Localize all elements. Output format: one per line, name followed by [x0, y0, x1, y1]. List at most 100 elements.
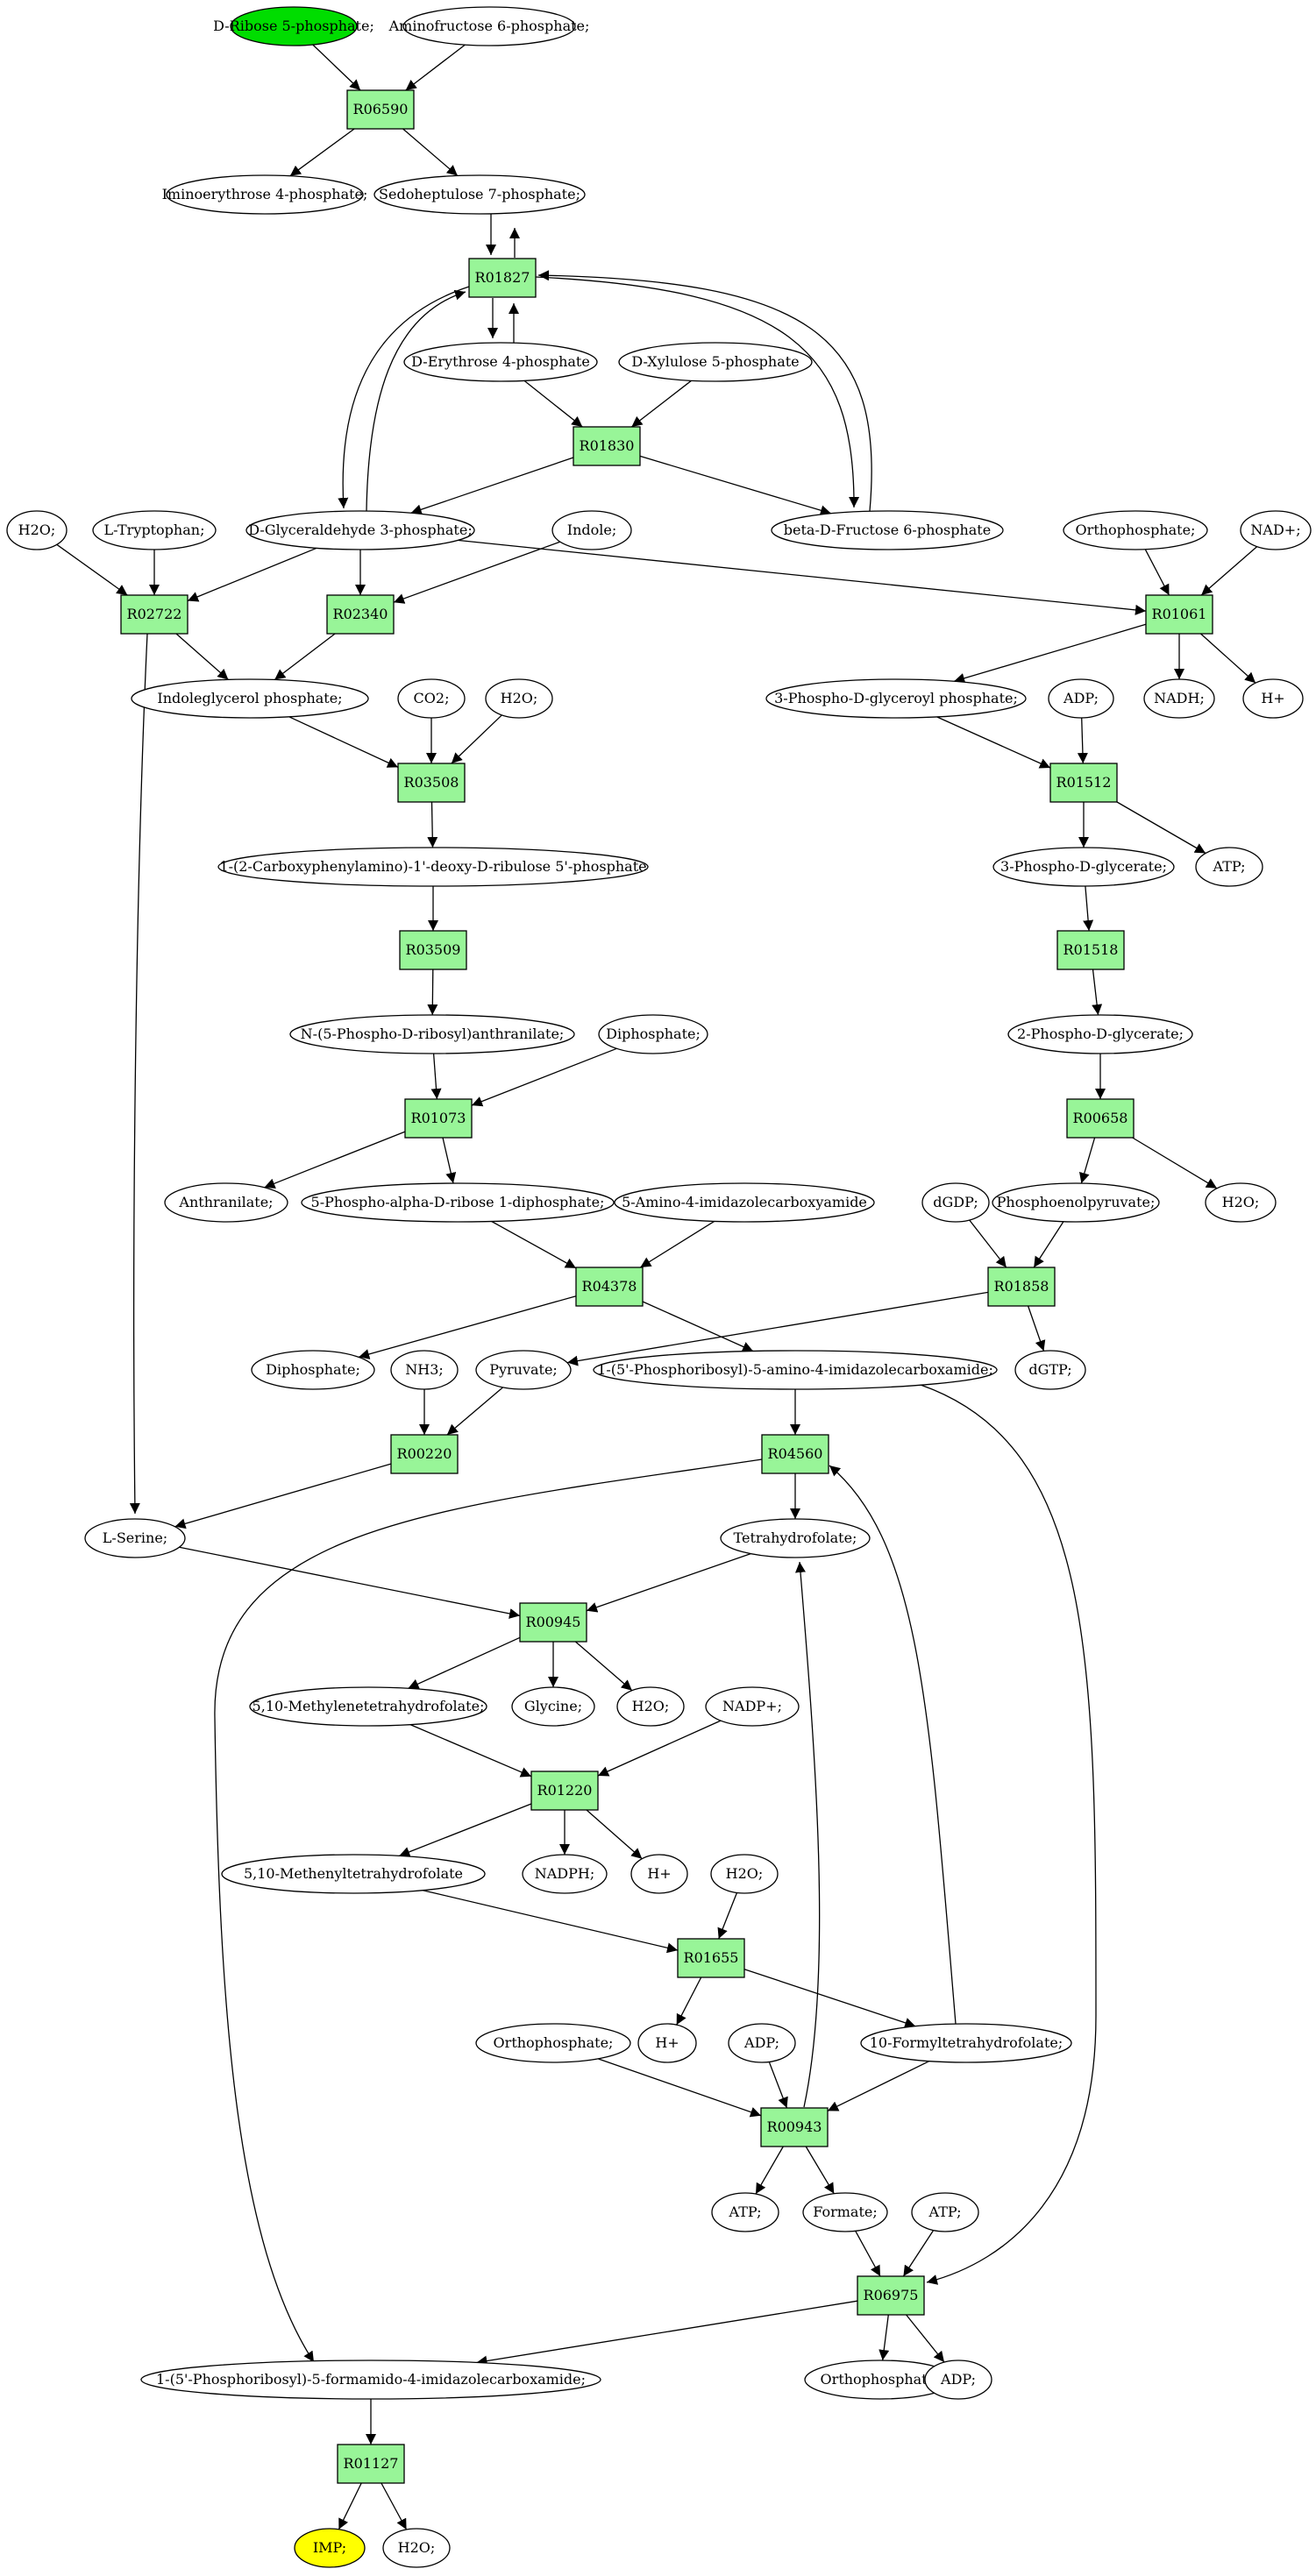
compound-node-diphosphate-2[interactable]: Diphosphate; [251, 1350, 375, 1390]
compound-node-adp-3[interactable]: ADP; [924, 2360, 992, 2400]
compound-node-adp-2[interactable]: ADP; [728, 2023, 796, 2063]
compound-node-atp-3[interactable]: ATP; [911, 2192, 979, 2232]
compound-node-fructose6p[interactable]: beta-D-Fructose 6-phosphate [771, 510, 1004, 550]
reaction-label: R06975 [864, 2287, 919, 2303]
compound-node-nh3[interactable]: NH3; [390, 1350, 459, 1390]
compound-node-hplus-3[interactable]: H+ [637, 2023, 697, 2063]
reaction-node-r02722[interactable]: R02722 [120, 594, 189, 635]
edge-c-h2o-2-to-r-R03508 [451, 714, 502, 764]
compound-node-dgdp[interactable]: dGDP; [921, 1182, 990, 1223]
compound-ellipse [765, 678, 1027, 719]
compound-node-h2o-2[interactable]: H2O; [485, 678, 553, 719]
compound-node-h2o-1[interactable]: H2O; [6, 510, 68, 550]
compound-node-orthophosphate-2[interactable]: Orthophosphate; [475, 2023, 631, 2063]
compound-node-pep[interactable]: Phosphoenolpyruvate; [992, 1182, 1160, 1223]
compound-label: H2O; [501, 690, 538, 706]
compound-node-erythrose4p[interactable]: D-Erythrose 4-phosphate [403, 342, 598, 382]
compound-node-g3p[interactable]: D-Glyceraldehyde 3-phosphate; [245, 510, 475, 550]
compound-label: Formate; [813, 2203, 878, 2220]
reaction-node-r00658[interactable]: R00658 [1066, 1098, 1135, 1139]
edge-r-R01220-to-c-hplus-2 [586, 1809, 643, 1860]
reaction-node-r00220[interactable]: R00220 [390, 1434, 459, 1474]
compound-node-aica[interactable]: 5-Amino-4-imidazolecarboxyamide [614, 1182, 875, 1223]
compound-node-anthranilate[interactable]: Anthranilate; [164, 1182, 288, 1223]
compound-node-3pdgp[interactable]: 3-Phospho-D-glyceroyl phosphate; [765, 678, 1027, 719]
compound-node-adp-1[interactable]: ADP; [1048, 678, 1114, 719]
reaction-node-r01061[interactable]: R01061 [1145, 594, 1213, 635]
compound-ellipse [1240, 510, 1312, 550]
compound-node-co2[interactable]: CO2; [397, 678, 466, 719]
compound-node-atp-1[interactable]: ATP; [1195, 847, 1263, 887]
reaction-node-r04378[interactable]: R04378 [575, 1267, 644, 1307]
compound-node-cdrp[interactable]: 1-(2-Carboxyphenylamino)-1'-deoxy-D-ribu… [217, 847, 649, 887]
reaction-node-r01655[interactable]: R01655 [677, 1938, 745, 1978]
reaction-node-r01830[interactable]: R01830 [573, 426, 641, 466]
reaction-node-r01827[interactable]: R01827 [468, 258, 537, 298]
compound-ellipse [251, 1350, 375, 1390]
compound-label: 5-Amino-4-imidazolecarboxyamide [622, 1194, 867, 1210]
edge-c-pyruvate-to-r-R00220 [446, 1387, 504, 1436]
reaction-node-r01220[interactable]: R01220 [530, 1771, 599, 1811]
compound-node-3pdg[interactable]: 3-Phospho-D-glycerate; [992, 847, 1175, 887]
reaction-label: R01830 [580, 437, 635, 454]
reaction-node-r01518[interactable]: R01518 [1056, 930, 1125, 970]
reaction-node-r02340[interactable]: R02340 [326, 594, 395, 635]
compound-node-prpp[interactable]: 5-Phospho-alpha-D-ribose 1-diphosphate; [301, 1182, 615, 1223]
reaction-node-r01073[interactable]: R01073 [404, 1098, 473, 1139]
compound-node-nadplus[interactable]: NAD+; [1240, 510, 1312, 550]
compound-node-hplus-2[interactable]: H+ [630, 1854, 688, 1894]
compound-node-h2o-3[interactable]: H2O; [1205, 1182, 1277, 1223]
compound-node-prant[interactable]: N-(5-Phospho-D-ribosyl)anthranilate; [289, 1014, 575, 1054]
compound-node-dgtp[interactable]: dGTP; [1014, 1350, 1086, 1390]
compound-node-indoleglycerolp[interactable]: Indoleglycerol phosphate; [131, 678, 369, 719]
compound-ellipse [230, 6, 358, 46]
compound-node-pyruvate[interactable]: Pyruvate; [475, 1350, 572, 1390]
compound-node-orthophosphate-1[interactable]: Orthophosphate; [1063, 510, 1208, 550]
compound-node-nadh[interactable]: NADH; [1143, 678, 1215, 719]
compound-node-aicar[interactable]: 1-(5'-Phosphoribosyl)-5-amino-4-imidazol… [593, 1350, 998, 1390]
reaction-node-r06590[interactable]: R06590 [346, 89, 415, 130]
reaction-node-r01512[interactable]: R01512 [1049, 763, 1118, 803]
compound-node-indole[interactable]: Indole; [551, 510, 632, 550]
edge-c-indoleglycerolp-to-r-R03508 [288, 716, 399, 768]
compound-node-faicar[interactable]: 1-(5'-Phosphoribosyl)-5-formamido-4-imid… [140, 2360, 601, 2400]
compound-node-formate[interactable]: Formate; [802, 2192, 888, 2232]
compound-node-2pdg[interactable]: 2-Phospho-D-glycerate; [1007, 1014, 1193, 1054]
compound-node-diphosphate-1[interactable]: Diphosphate; [598, 1014, 708, 1054]
compound-node-h2o-5[interactable]: H2O; [710, 1854, 779, 1894]
compound-node-thf[interactable]: Tetrahydrofolate; [720, 1518, 871, 1558]
reaction-label: R01518 [1063, 941, 1119, 958]
reaction-node-r01858[interactable]: R01858 [987, 1267, 1056, 1307]
compound-label: 10-Formyltetrahydrofolate; [870, 2034, 1063, 2051]
compound-node-imp[interactable]: IMP; [294, 2528, 366, 2568]
compound-node-ribose5p[interactable]: D-Ribose 5-phosphate; [213, 6, 374, 46]
compound-node-nadpplus[interactable]: NADP+; [705, 1686, 800, 1727]
reaction-node-r00945[interactable]: R00945 [519, 1602, 587, 1643]
compound-node-sedoheptulose7p[interactable]: Sedoheptulose 7-phosphate; [373, 174, 586, 215]
compound-ellipse [1143, 678, 1215, 719]
compound-node-ltryptophan[interactable]: L-Tryptophan; [92, 510, 217, 550]
reaction-node-r04560[interactable]: R04560 [761, 1434, 829, 1474]
compound-node-methf[interactable]: 5,10-Methenyltetrahydrofolate [221, 1854, 486, 1894]
compound-node-orthophosphate-3[interactable]: Orthophosphate; [804, 2360, 957, 2400]
reaction-node-r03508[interactable]: R03508 [397, 763, 466, 803]
compound-node-lserine[interactable]: L-Serine; [84, 1518, 186, 1558]
reaction-node-r03509[interactable]: R03509 [399, 930, 467, 970]
reaction-node-r06975[interactable]: R06975 [857, 2275, 925, 2316]
reaction-node-r01127[interactable]: R01127 [337, 2444, 405, 2484]
compound-node-xylulose5p[interactable]: D-Xylulose 5-phosphate [618, 342, 813, 382]
compound-node-nadph[interactable]: NADPH; [522, 1854, 608, 1894]
compound-node-glycine[interactable]: Glycine; [511, 1686, 595, 1727]
compound-node-10fthf[interactable]: 10-Formyltetrahydrofolate; [860, 2023, 1072, 2063]
compound-node-iminoerythrose4p[interactable]: Iminoerythrose 4-phosphate; [162, 174, 368, 215]
reaction-node-r00943[interactable]: R00943 [760, 2107, 829, 2147]
compound-node-h2o-6[interactable]: H2O; [382, 2528, 451, 2568]
compound-node-mlthf[interactable]: 5,10-Methylenetetrahydrofolate; [249, 1686, 487, 1727]
edge-r-R01220-to-c-methf [399, 1803, 532, 1857]
compound-label: D-Ribose 5-phosphate; [213, 18, 374, 34]
compound-node-h2o-4[interactable]: H2O; [616, 1686, 685, 1727]
compound-label: 1-(5'-Phosphoribosyl)-5-amino-4-imidazol… [597, 1361, 993, 1378]
compound-node-aminofructose6p[interactable]: Aminofructose 6-phosphate; [388, 6, 590, 46]
compound-node-hplus-1[interactable]: H+ [1242, 678, 1304, 719]
compound-node-atp-2[interactable]: ATP; [711, 2192, 779, 2232]
